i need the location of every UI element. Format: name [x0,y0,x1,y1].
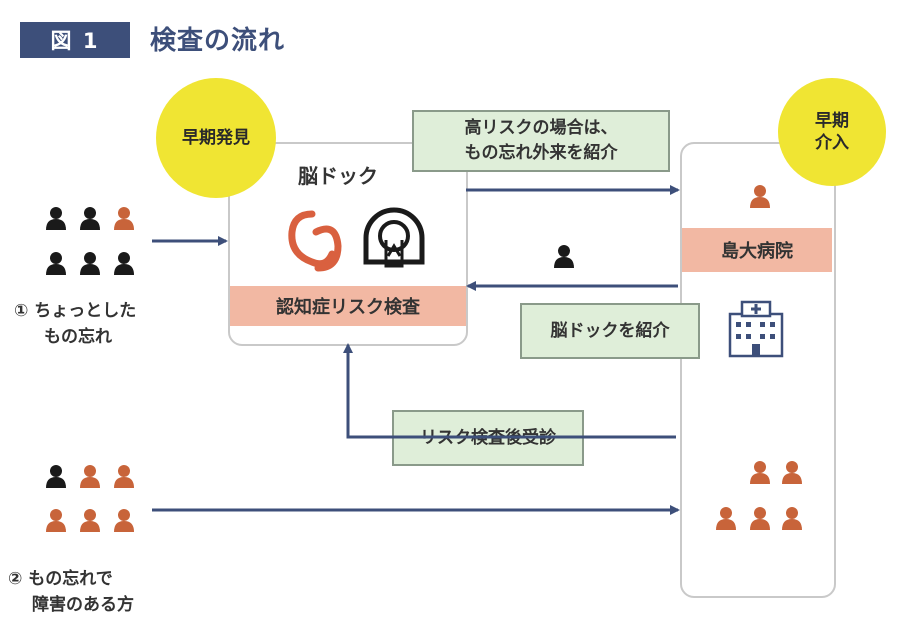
group1-label-line2: もの忘れ [44,327,112,348]
high-risk-note: 高リスクの場合は、 もの忘れ外来を紹介 [412,110,670,172]
group2-label: ② もの忘れで 障害のある方 [8,566,134,619]
early-detection-circle: 早期発見 [156,78,276,198]
high-risk-note-line2: もの忘れ外来を紹介 [464,143,618,163]
high-risk-note-line1: 高リスクの場合は、 [464,118,618,139]
figure-label: 図 1 [20,22,130,58]
shimadai-hospital-bar: 島大病院 [682,228,832,272]
introduce-brain-dock-note: 脳ドックを紹介 [520,303,700,359]
hospital-building-icon [728,300,784,358]
brain-icon [288,210,342,272]
mri-scanner-icon [363,207,425,268]
group2-label-line1: ② もの忘れで [8,569,113,589]
group1-people [46,207,134,275]
group2-label-line2: 障害のある方 [32,595,134,616]
group2-people [46,465,134,532]
hospital-people [716,185,802,530]
early-intervention-text: 早期介入 [815,110,849,153]
figure-title: 検査の流れ [150,26,286,56]
arrow-after-risk-test [343,343,676,439]
referral-person-icon [554,245,574,268]
dementia-risk-test-bar: 認知症リスク検査 [230,286,466,326]
brain-dock-title: 脳ドック [298,164,378,188]
group1-label-line1: ① ちょっとした [14,301,137,321]
early-intervention-circle: 早期介入 [778,78,886,186]
group1-label: ① ちょっとした もの忘れ [14,298,136,351]
